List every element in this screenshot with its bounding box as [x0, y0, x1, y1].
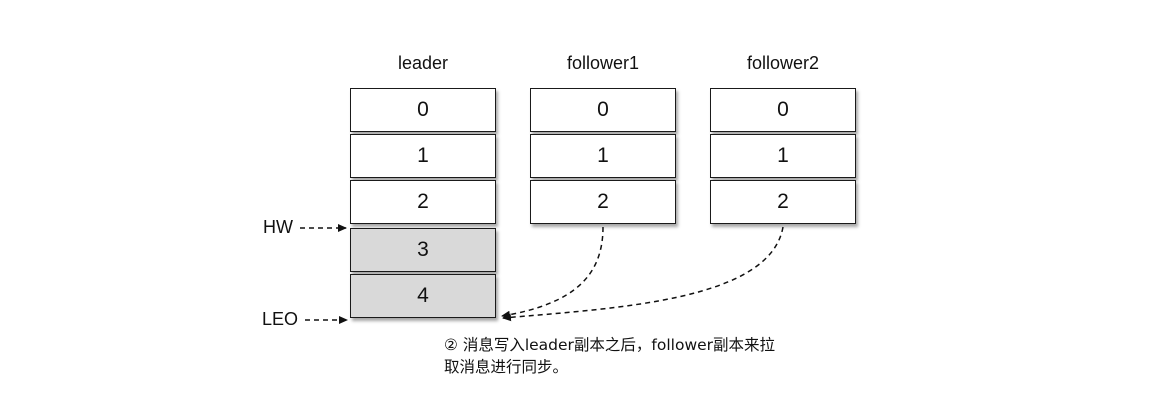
- leader-cell-1: 1: [350, 134, 496, 178]
- follower2-fetch-arrow: [502, 226, 784, 322]
- follower2-cell-0: 0: [710, 88, 856, 132]
- leader-cell-4: 4: [350, 274, 496, 318]
- hw-label: HW: [263, 217, 293, 237]
- leader-cell-3: 3: [350, 228, 496, 272]
- leader-cell-0: 0: [350, 88, 496, 132]
- follower2-cell-1: 1: [710, 134, 856, 178]
- leader-cell-2: 2: [350, 180, 496, 224]
- follower1-cell-1: 1: [530, 134, 676, 178]
- follower2-cell-2: 2: [710, 180, 856, 224]
- follower2-title: follower2: [746, 53, 820, 73]
- leader-title: leader: [397, 53, 449, 73]
- follower1-title: follower1: [566, 53, 640, 73]
- caption-line-1: ② 消息写入leader副本之后，follower副本来拉: [444, 336, 776, 354]
- follower1-cell-2: 2: [530, 180, 676, 224]
- leo-label: LEO: [262, 309, 299, 329]
- follower1-cell-0: 0: [530, 88, 676, 132]
- follower1-fetch-arrow: [501, 226, 604, 319]
- caption-line-2: 取消息进行同步。: [444, 358, 569, 376]
- caption: ② 消息写入leader副本之后，follower副本来拉 取消息进行同步。: [444, 334, 864, 378]
